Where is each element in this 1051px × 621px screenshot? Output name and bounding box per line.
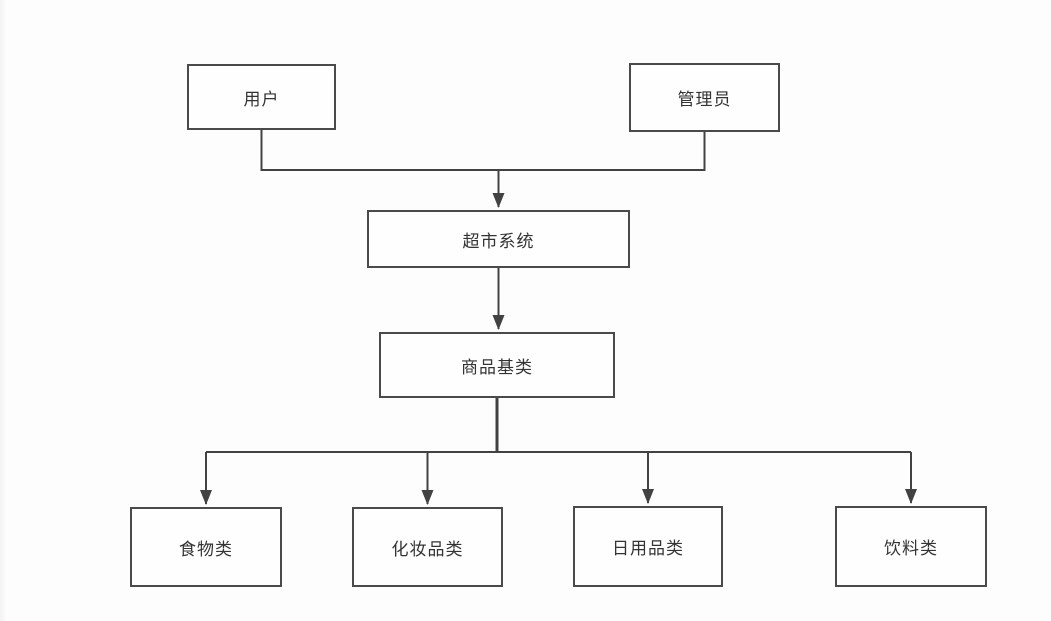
- node-supermarket-system-label: 超市系统: [462, 231, 535, 251]
- node-food-category-label: 食物类: [179, 539, 233, 559]
- node-drinks-category-label: 饮料类: [884, 539, 938, 558]
- node-cosmetics-category-label: 化妆品类: [391, 539, 464, 559]
- node-user-label: 用户: [243, 89, 280, 109]
- node-product-base-class-label: 商品基类: [461, 357, 533, 377]
- node-user: 用户: [187, 64, 336, 130]
- node-admin-label: 管理员: [677, 90, 732, 109]
- node-daily-goods-category: 日用品类: [573, 506, 723, 587]
- node-cosmetics-category: 化妆品类: [352, 507, 503, 587]
- node-supermarket-system: 超市系统: [367, 210, 630, 268]
- node-admin: 管理员: [629, 63, 780, 132]
- edge-user-to-system: [260, 130, 499, 171]
- node-daily-goods-category-label: 日用品类: [612, 539, 684, 558]
- node-product-base-class: 商品基类: [379, 332, 615, 398]
- node-drinks-category: 饮料类: [835, 506, 987, 587]
- node-food-category: 食物类: [130, 507, 282, 587]
- edge-admin-to-system: [498, 132, 706, 171]
